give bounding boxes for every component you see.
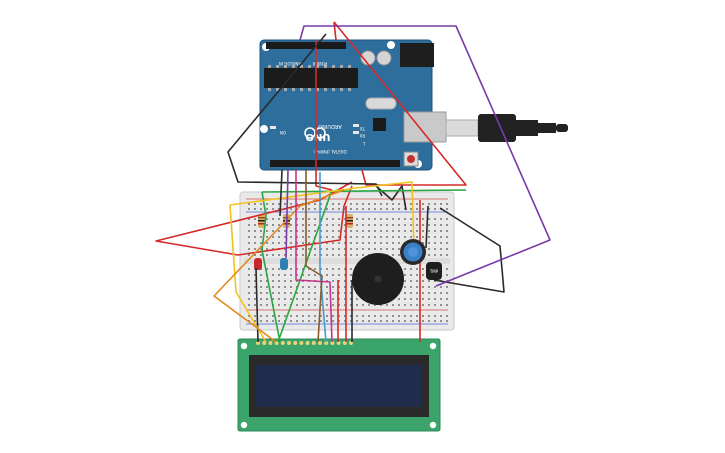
lcd-pin-header[interactable]	[256, 341, 353, 345]
resistor[interactable]	[258, 214, 265, 228]
breadboard[interactable]	[239, 191, 455, 331]
wire-red	[333, 21, 467, 186]
wire-black	[425, 205, 429, 249]
wire-yellow	[229, 187, 357, 206]
lcd-pin[interactable]	[305, 341, 310, 345]
microcontroller-chip	[264, 68, 358, 88]
tx-led	[353, 124, 359, 127]
wire-blue	[319, 172, 327, 343]
wire-purple	[285, 169, 289, 259]
mount-hole	[240, 421, 248, 429]
wires	[155, 21, 551, 343]
lcd-pin[interactable]	[268, 341, 273, 345]
wire-black	[279, 169, 283, 217]
model-label: UNO	[306, 131, 331, 142]
wire-black	[375, 185, 407, 211]
rx-label: RX	[359, 133, 365, 138]
red-led[interactable]	[254, 258, 262, 270]
mount-hole	[260, 125, 268, 133]
wire-brown	[305, 170, 323, 343]
wire-green	[277, 189, 333, 343]
lcd-pin[interactable]	[287, 341, 291, 345]
potentiometer[interactable]	[400, 239, 426, 265]
rx-led	[353, 131, 359, 134]
tx-label: TX	[360, 126, 366, 131]
piezo-buzzer[interactable]	[352, 253, 404, 305]
breadboard-holes	[248, 203, 448, 322]
lcd-screen	[256, 365, 422, 407]
blue-led[interactable]	[280, 258, 288, 270]
capacitor	[376, 50, 392, 66]
lcd-pin[interactable]	[280, 341, 285, 345]
wire-pink	[295, 170, 333, 343]
wire-green	[261, 191, 281, 343]
usb-cable[interactable]	[445, 114, 568, 142]
reset-button-cap[interactable]	[407, 155, 415, 163]
arduino-logo	[304, 127, 326, 139]
wire-yellow	[229, 204, 267, 343]
lcd-pin[interactable]	[318, 341, 322, 345]
l-label: L	[362, 141, 365, 146]
wire-orange	[213, 189, 345, 343]
lcd-pin[interactable]	[256, 341, 260, 345]
digital-header[interactable]	[270, 160, 400, 167]
wire-yellow	[355, 181, 415, 251]
power-analog-header[interactable]	[266, 42, 346, 49]
sensor-label: TMP	[429, 269, 439, 274]
wire-purple	[299, 25, 551, 287]
mount-hole	[240, 342, 248, 350]
chip-pins	[268, 65, 351, 91]
brand-label: ARDUINO	[318, 123, 342, 129]
mount-hole	[429, 421, 437, 429]
wire-black	[433, 207, 505, 293]
power-jack	[400, 43, 434, 67]
arduino-board[interactable]: UNO ARDUINO POWER ANALOG IN DIGITAL (PWM…	[259, 39, 447, 171]
usb-chip	[373, 118, 386, 131]
mount-hole	[387, 41, 395, 49]
wire-red	[333, 21, 337, 41]
lcd-pin[interactable]	[299, 341, 304, 345]
digital-label: DIGITAL (PWM~)	[313, 149, 347, 154]
mount-hole	[429, 342, 437, 350]
resistor[interactable]	[346, 214, 353, 228]
wire-black	[255, 267, 259, 343]
wire-red	[315, 40, 333, 191]
on-label: ON	[280, 130, 286, 135]
crystal	[365, 97, 397, 110]
lcd-pin[interactable]	[311, 341, 316, 345]
on-led	[270, 126, 276, 129]
lcd-display[interactable]	[237, 338, 441, 432]
analog-label: ANALOG IN	[279, 61, 301, 66]
power-label: POWER	[312, 61, 327, 66]
temperature-sensor[interactable]: TMP	[426, 262, 442, 280]
lcd-pin[interactable]	[293, 341, 298, 345]
